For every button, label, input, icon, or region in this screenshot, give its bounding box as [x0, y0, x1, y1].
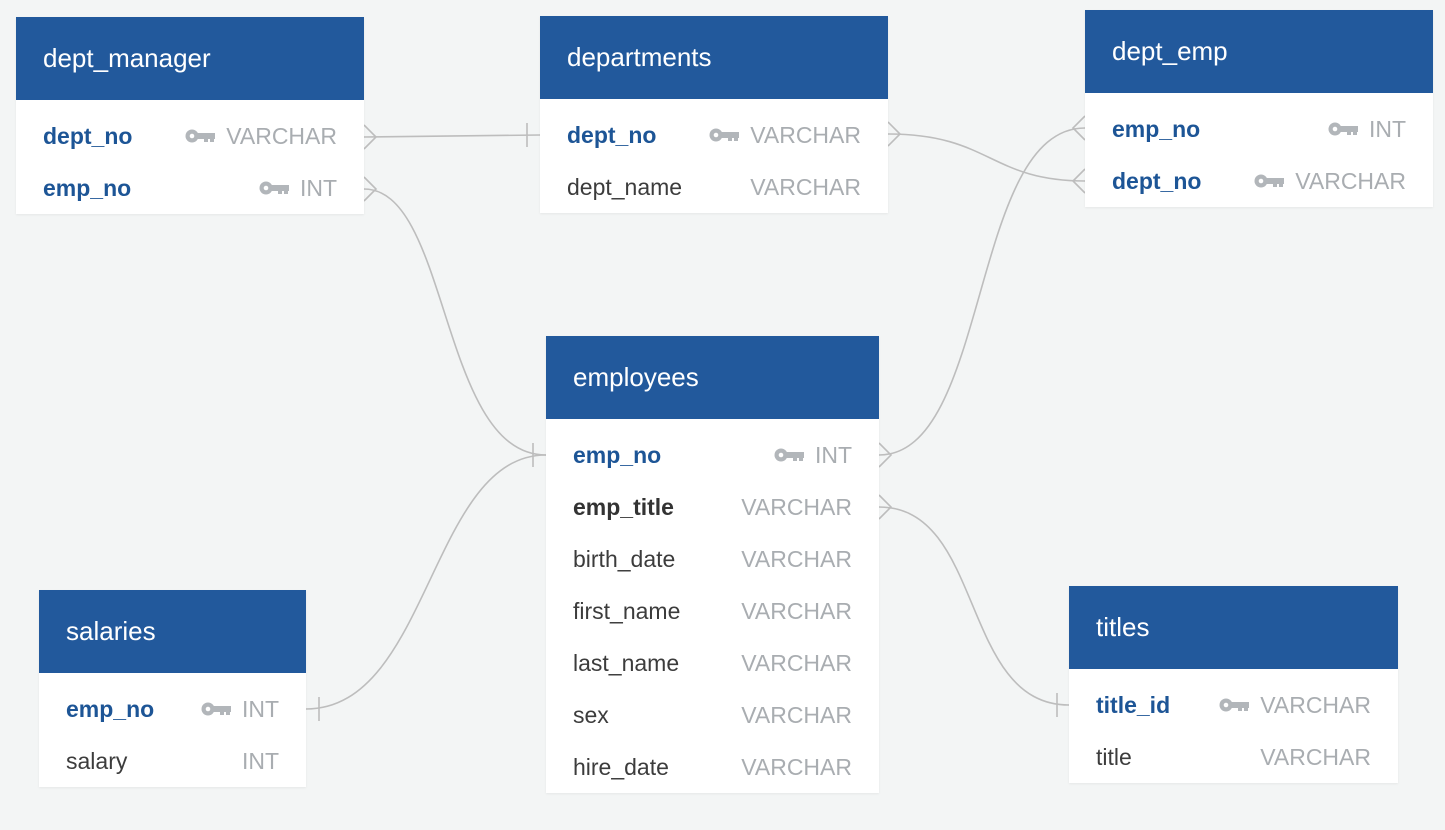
- table-header[interactable]: salaries: [39, 590, 306, 673]
- table-header[interactable]: employees: [546, 336, 879, 419]
- crowfoot-icon: [878, 442, 893, 468]
- link-salaries-employees: [305, 454, 547, 710]
- table-row[interactable]: title_id VARCHAR: [1069, 679, 1398, 731]
- column-name: last_name: [573, 649, 680, 676]
- key-icon: [1218, 692, 1250, 719]
- key-icon: [1253, 168, 1285, 195]
- table-title: salaries: [66, 616, 156, 646]
- table-header[interactable]: dept_emp: [1085, 10, 1433, 93]
- column-name: title: [1096, 743, 1132, 770]
- column-type: INT: [241, 747, 279, 774]
- key-icon: [1327, 116, 1359, 143]
- table-header[interactable]: dept_manager: [16, 17, 364, 100]
- table-row[interactable]: title VARCHAR: [1069, 731, 1398, 783]
- table-row[interactable]: emp_no INT: [16, 162, 364, 214]
- column-type: VARCHAR: [741, 493, 852, 520]
- link-employees-deptemp: [878, 127, 1086, 456]
- column-name: dept_no: [567, 121, 657, 148]
- link-departments-deptemp: [887, 133, 1086, 182]
- crowfoot-icon: [363, 124, 378, 150]
- key-icon: [258, 175, 290, 202]
- column-name: hire_date: [573, 753, 669, 780]
- table-row[interactable]: birth_date VARCHAR: [546, 533, 879, 585]
- column-name: dept_no: [43, 122, 133, 149]
- link-deptmanager-employees: [363, 188, 547, 456]
- table-dept-emp[interactable]: dept_emp emp_no INT dept_no VARCHAR: [1085, 10, 1433, 207]
- table-row[interactable]: sex VARCHAR: [546, 689, 879, 741]
- column-type: INT: [1368, 115, 1406, 142]
- table-titles[interactable]: titles title_id VARCHAR title VARCHAR: [1069, 586, 1398, 783]
- table-title: departments: [567, 42, 712, 72]
- link-employees-titles: [878, 506, 1070, 706]
- column-type: VARCHAR: [741, 753, 852, 780]
- table-title: dept_manager: [43, 43, 211, 73]
- column-name: birth_date: [573, 545, 676, 572]
- column-name: dept_no: [1112, 167, 1202, 194]
- table-title: dept_emp: [1112, 36, 1228, 66]
- column-type: VARCHAR: [741, 597, 852, 624]
- key-icon: [773, 442, 805, 469]
- table-salaries[interactable]: salaries emp_no INT salary INT: [39, 590, 306, 787]
- column-name: first_name: [573, 597, 681, 624]
- column-type: VARCHAR: [750, 121, 861, 148]
- column-name: emp_no: [1112, 115, 1201, 142]
- crowfoot-icon: [1071, 168, 1086, 194]
- column-type: VARCHAR: [750, 173, 861, 200]
- table-departments[interactable]: departments dept_no VARCHAR dept_name VA…: [540, 16, 888, 213]
- table-employees[interactable]: employees emp_no INT emp_title VARCHAR b…: [546, 336, 879, 793]
- column-name: salary: [66, 747, 128, 774]
- crowfoot-icon: [363, 176, 378, 202]
- link-deptmanager-departments: [363, 134, 541, 138]
- column-name: dept_name: [567, 173, 683, 200]
- column-type: INT: [241, 695, 279, 722]
- column-type: VARCHAR: [741, 545, 852, 572]
- key-icon: [200, 696, 232, 723]
- table-row[interactable]: hire_date VARCHAR: [546, 741, 879, 793]
- table-row[interactable]: emp_no INT: [39, 683, 306, 735]
- table-row[interactable]: dept_name VARCHAR: [540, 161, 888, 213]
- column-type: INT: [299, 174, 337, 201]
- table-row[interactable]: dept_no VARCHAR: [16, 110, 364, 162]
- crowfoot-icon: [887, 121, 902, 147]
- table-dept-manager[interactable]: dept_manager dept_no VARCHAR emp_no INT: [16, 17, 364, 214]
- table-header[interactable]: titles: [1069, 586, 1398, 669]
- table-row[interactable]: emp_no INT: [1085, 103, 1433, 155]
- crowfoot-icon: [878, 494, 893, 520]
- column-name: emp_no: [66, 695, 155, 722]
- column-type: VARCHAR: [1295, 167, 1406, 194]
- column-type: VARCHAR: [226, 122, 337, 149]
- table-row[interactable]: dept_no VARCHAR: [540, 109, 888, 161]
- table-row[interactable]: first_name VARCHAR: [546, 585, 879, 637]
- column-type: VARCHAR: [1260, 743, 1371, 770]
- table-row[interactable]: dept_no VARCHAR: [1085, 155, 1433, 207]
- column-type: INT: [814, 441, 852, 468]
- crowfoot-icon: [1071, 115, 1086, 141]
- column-type: VARCHAR: [1260, 691, 1371, 718]
- table-row[interactable]: emp_title VARCHAR: [546, 481, 879, 533]
- column-name: sex: [573, 701, 609, 728]
- table-row[interactable]: salary INT: [39, 735, 306, 787]
- table-header[interactable]: departments: [540, 16, 888, 99]
- column-name: title_id: [1096, 691, 1171, 718]
- table-row[interactable]: emp_no INT: [546, 429, 879, 481]
- table-title: titles: [1096, 612, 1150, 642]
- table-row[interactable]: last_name VARCHAR: [546, 637, 879, 689]
- column-name: emp_no: [43, 174, 132, 201]
- key-icon: [708, 122, 740, 149]
- column-name: emp_no: [573, 441, 662, 468]
- column-type: VARCHAR: [741, 701, 852, 728]
- key-icon: [184, 123, 216, 150]
- column-type: VARCHAR: [741, 649, 852, 676]
- table-title: employees: [573, 362, 699, 392]
- column-name: emp_title: [573, 493, 674, 520]
